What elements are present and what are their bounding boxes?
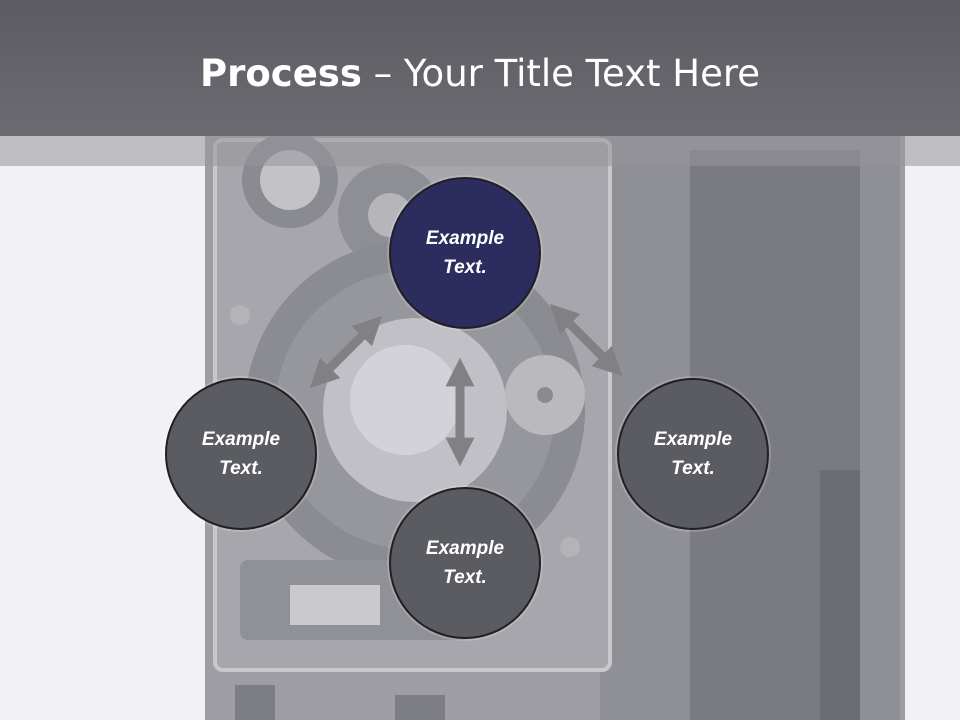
process-node-left[interactable]: Example Text. [165,378,317,530]
node-text-left: Example Text. [201,429,281,479]
node-text-right: Example Text. [653,429,733,479]
node-text-bottom: Example Text. [425,538,505,588]
title-bold-part: Process [199,52,362,95]
arrow-top-left [309,315,383,389]
slide-title[interactable]: Process – Your Title Text Here [0,52,960,96]
arrow-top-right [549,303,623,377]
process-node-right[interactable]: Example Text. [617,378,769,530]
title-rest-part: – Your Title Text Here [361,52,761,95]
title-bar [0,0,960,136]
process-node-top[interactable]: Example Text. [389,177,541,329]
node-text-top: Example Text. [425,228,505,278]
process-node-bottom[interactable]: Example Text. [389,487,541,639]
title-bar-strip [0,136,960,166]
